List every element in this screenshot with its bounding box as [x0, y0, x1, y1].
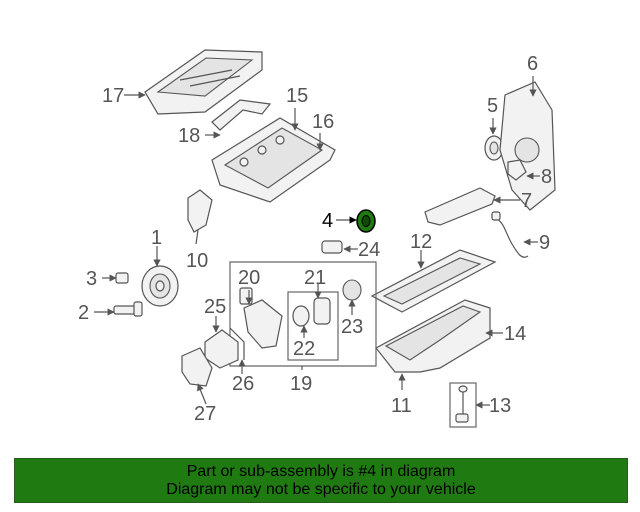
callout-24: 24	[358, 239, 380, 261]
callout-5: 5	[487, 95, 498, 117]
part-19-filter-housing-group	[229, 261, 377, 367]
part-17-engine-cover	[144, 49, 263, 115]
banner-line-1: Part or sub-assembly is #4 in diagram	[186, 462, 456, 480]
part-15-16-valve-cover	[211, 117, 336, 203]
callout-27: 27	[194, 403, 216, 425]
callout-9: 9	[539, 232, 550, 254]
part-18-gasket	[211, 99, 272, 131]
part-3-bolt	[115, 272, 129, 284]
callout-22: 22	[293, 338, 315, 360]
part-25-27-pump	[181, 327, 245, 387]
callout-10: 10	[186, 250, 208, 272]
callout-17: 17	[102, 85, 124, 107]
callout-15: 15	[286, 85, 308, 107]
callout-6: 6	[527, 53, 538, 75]
callout-11: 11	[391, 395, 412, 417]
part-10-sensor	[187, 189, 213, 245]
callout-1: 1	[151, 227, 162, 249]
callout-8: 8	[541, 166, 552, 188]
part-13-dipstick	[449, 382, 477, 428]
part-9-sensor-wire	[491, 211, 529, 258]
callout-16: 16	[312, 111, 334, 133]
callout-12: 12	[410, 231, 432, 253]
callout-23: 23	[341, 316, 363, 338]
callout-7: 7	[521, 190, 532, 212]
banner-line-2: Diagram may not be specific to your vehi…	[166, 480, 476, 498]
callout-19: 19	[290, 373, 312, 395]
callout-26: 26	[232, 373, 254, 395]
part-8-bracket	[507, 159, 527, 181]
callout-20: 20	[238, 267, 260, 289]
part-12-oil-pan-gasket	[370, 249, 497, 313]
callout-2: 2	[78, 302, 89, 324]
engine-parts-diagram: 17 18 15 16 5 6 8 7 9 12 14 11 13 1 10 3…	[78, 49, 556, 428]
callout-25: 25	[204, 296, 226, 318]
callout-13: 13	[489, 395, 511, 417]
part-24-sensor	[321, 240, 343, 254]
callout-18: 18	[178, 125, 200, 147]
callout-21: 21	[304, 267, 326, 289]
part-info-banner: Part or sub-assembly is #4 in diagram Di…	[14, 458, 628, 503]
part-1-pulley	[141, 265, 179, 307]
callout-4: 4	[322, 210, 333, 232]
part-4-seal-highlighted	[356, 209, 376, 233]
part-2-bolt	[113, 301, 143, 317]
callout-14: 14	[504, 323, 526, 345]
part-11-oil-pan	[375, 299, 491, 373]
callout-3: 3	[86, 268, 97, 290]
part-7-heat-shield	[424, 187, 496, 226]
